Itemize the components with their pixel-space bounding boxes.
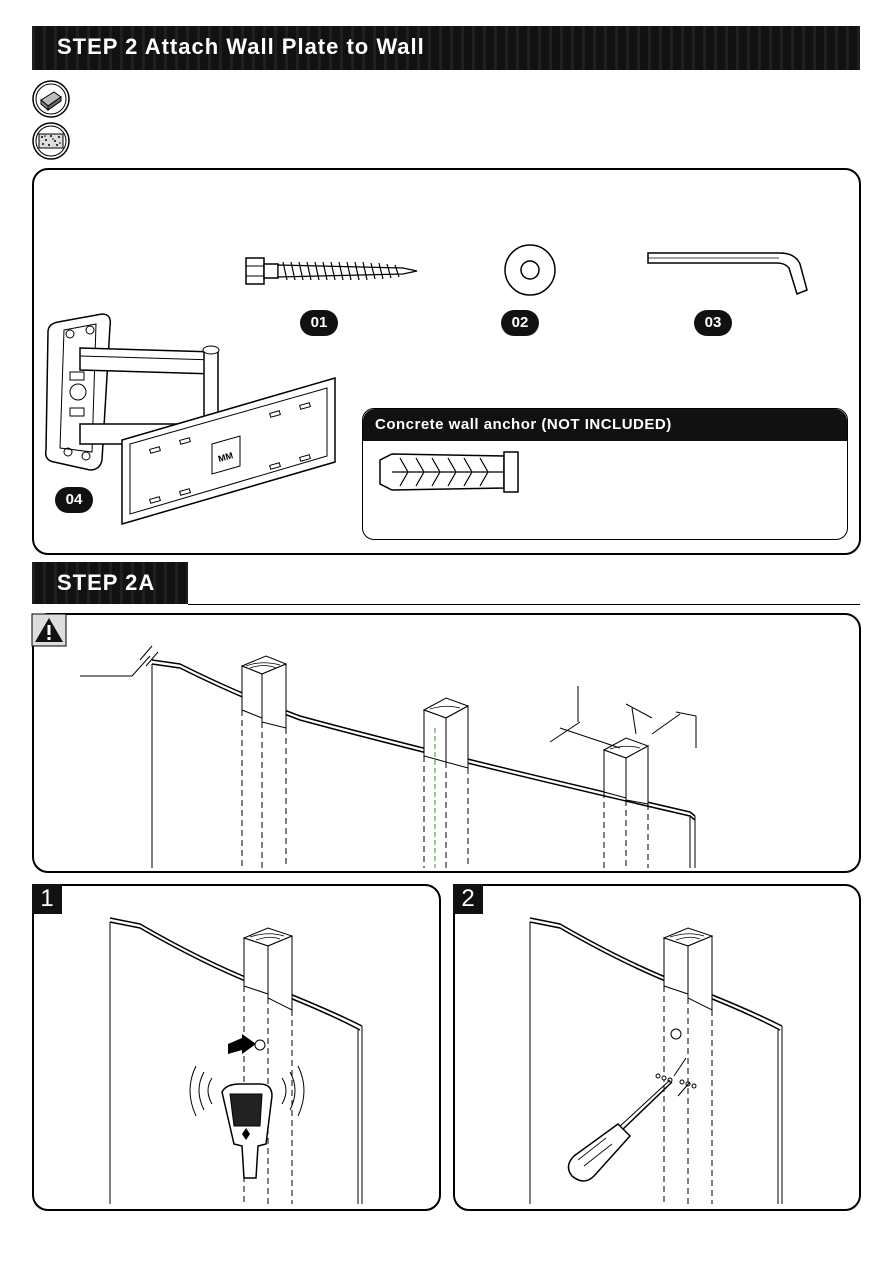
step2a-banner: STEP 2A <box>32 562 188 604</box>
wall-stud-diagram <box>80 645 697 868</box>
awl-icon <box>529 917 783 1204</box>
wood-stud-icon <box>32 80 70 118</box>
lag-bolt-icon <box>245 257 418 285</box>
step2-title: STEP 2 Attach Wall Plate to Wall <box>57 34 425 59</box>
part-badge-02: 02 <box>501 310 539 336</box>
stud-finder-icon <box>109 917 363 1204</box>
anchor-title: Concrete wall anchor (NOT INCLUDED) <box>375 416 672 433</box>
substep-2-panel <box>453 884 861 1211</box>
step2a-rule <box>188 604 860 605</box>
wall-mount-icon: MM <box>44 313 336 525</box>
washer-icon <box>504 244 556 296</box>
concrete-wall-icon <box>32 122 70 160</box>
substep-2-number: 2 <box>453 884 483 914</box>
wall-anchor-icon <box>379 451 519 493</box>
substep-1-number: 1 <box>32 884 62 914</box>
warning-icon <box>31 613 67 647</box>
part-badge-04: 04 <box>55 487 93 513</box>
allen-key-icon <box>647 252 808 295</box>
step2-banner: STEP 2 Attach Wall Plate to Wall <box>32 26 860 70</box>
part-badge-03: 03 <box>694 310 732 336</box>
part-badge-01: 01 <box>300 310 338 336</box>
anchor-title-bar: Concrete wall anchor (NOT INCLUDED) <box>363 409 847 441</box>
step2a-title: STEP 2A <box>57 570 156 595</box>
svg-text:MM: MM <box>217 450 234 464</box>
